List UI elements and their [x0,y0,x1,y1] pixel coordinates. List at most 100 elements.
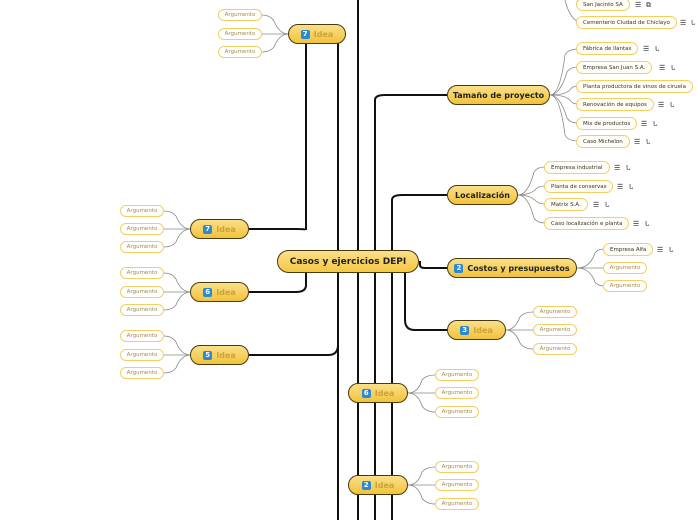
branch-localizacion[interactable]: Localización [447,185,518,205]
argument-label: Argumento [126,370,158,376]
notes-icon: ☰ [633,220,640,228]
argument-label: Argumento [609,283,641,289]
argument-node[interactable]: Argumento [218,28,262,40]
argument-node[interactable]: Argumento [218,9,262,21]
link-icon: ᒐ [605,201,610,209]
argument-label: Argumento [126,226,158,232]
branch-label: Tamaño de proyecto [452,90,545,100]
argument-label: Argumento [126,208,158,214]
priority-badge: 2 [361,480,371,490]
link-icon: ᒐ [626,164,631,172]
subtopic-renovacion-equipos[interactable]: Renovación de equipos [576,98,654,111]
argument-node[interactable]: Argumento [120,267,164,279]
argument-node[interactable]: Argumento [120,205,164,217]
link-icon: ᒐ [655,45,660,53]
subtopic-fabrica-llantas[interactable]: Fábrica de llantas [576,42,639,55]
argument-node[interactable]: Argumento [120,223,164,235]
subtopic-label: Matrix S.A. [551,201,581,208]
argument-label: Argumento [126,289,158,295]
notes-icon: ☰ [680,19,687,27]
link-icon: ᒐ [629,183,634,191]
notes-icon: ☰ [657,246,664,254]
subtopic-empresa-alfa[interactable]: Empresa Alfa [603,243,654,256]
argument-node[interactable]: Argumento [435,461,479,473]
notes-icon: ☰ [617,183,624,191]
argument-node[interactable]: Argumento [120,330,164,342]
argument-node[interactable]: Argumento [435,369,479,381]
branch-label: Idea [216,350,236,360]
subtopic-label: Empresa San Juan S.A. [583,64,646,71]
argument-label: Argumento [126,244,158,250]
notes-icon: ☰ [634,138,641,146]
subtopic-planta-conservas[interactable]: Planta de conservas [544,180,614,193]
subtopic-label: San Jacinto SA [583,1,623,8]
argument-node[interactable]: Argumento [533,306,577,318]
central-topic[interactable]: Casos y ejercicios DEPI [277,250,419,273]
link-icon: ᒐ [670,101,675,109]
notes-icon: ☰ [614,164,621,172]
notes-icon: ☰ [641,120,648,128]
subtopic-mix-productos[interactable]: Mix de productos [576,117,638,130]
subtopic-planta-vinos[interactable]: Planta productora de vinos de ciruela [576,80,693,93]
subtopic-caso-michelon[interactable]: Caso Michelon [576,135,630,148]
link-icon: ᒐ [645,220,650,228]
subtopic-label: Empresa Alfa [610,246,647,253]
argument-node[interactable]: Argumento [435,498,479,510]
argument-label: Argumento [224,49,256,55]
argument-label: Argumento [539,346,571,352]
subtopic-san-jacinto[interactable]: San Jacinto SA [576,0,630,11]
subtopic-caso-localizacion[interactable]: Caso localización e planta [544,217,630,230]
argument-node[interactable]: Argumento [533,343,577,355]
subtopic-matrix-sa[interactable]: Matrix S.A. [544,198,588,211]
argument-node[interactable]: Argumento [218,46,262,58]
argument-node[interactable]: Argumento [120,286,164,298]
argument-node[interactable]: Argumento [120,349,164,361]
argument-node[interactable]: Argumento [603,262,647,274]
subtopic-label: Renovación de equipos [583,101,647,108]
subtopic-empresa-san-juan[interactable]: Empresa San Juan S.A. [576,61,653,74]
branch-label: Idea [374,388,395,398]
branch-label: Localización [455,190,510,200]
argument-node[interactable]: Argumento [435,406,479,418]
argument-node[interactable]: Argumento [435,387,479,399]
argument-label: Argumento [609,265,641,271]
priority-badge: 7 [203,224,213,234]
branch-label: Idea [216,287,236,297]
argument-label: Argumento [224,31,256,37]
notes-icon: ☰ [643,45,650,53]
argument-label: Argumento [441,390,473,396]
argument-node[interactable]: Argumento [603,280,647,292]
branch-tamano-proyecto[interactable]: Tamaño de proyecto [447,85,550,105]
notes-icon: ☰ [659,64,666,72]
argument-node[interactable]: Argumento [533,324,577,336]
subtopic-cementerio[interactable]: Cementerio Ciudad de Chiclayo [576,16,677,29]
notes-icon: ☰ [635,1,642,9]
argument-label: Argumento [441,372,473,378]
argument-node[interactable]: Argumento [120,241,164,253]
priority-badge: 2 [454,263,464,273]
subtopic-empresa-industrial[interactable]: Empresa industrial [544,161,610,174]
external-link-icon: ⧉ [646,1,651,9]
subtopic-label: Planta de conservas [551,183,607,190]
argument-node[interactable]: Argumento [120,367,164,379]
priority-badge: 7 [300,29,310,39]
argument-node[interactable]: Argumento [435,479,479,491]
subtopic-label: Caso Michelon [583,138,623,145]
link-icon: ᒐ [646,138,651,146]
argument-node[interactable]: Argumento [120,304,164,316]
branch-label: Idea [473,325,493,335]
priority-badge: 6 [361,388,371,398]
subtopic-label: Caso localización e planta [551,220,623,227]
link-icon: ᒐ [671,64,676,72]
priority-badge: 3 [460,325,470,335]
